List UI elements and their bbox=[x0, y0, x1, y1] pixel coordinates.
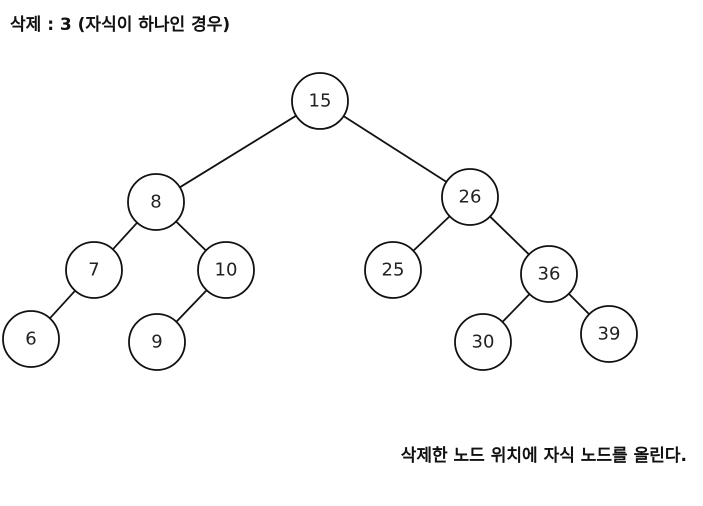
node-label: 9 bbox=[151, 332, 162, 353]
edge-n7-n6 bbox=[49, 290, 76, 319]
edge-n26-n36 bbox=[489, 215, 530, 256]
tree-node-6: 6 bbox=[2, 310, 60, 368]
node-circle bbox=[128, 313, 186, 371]
tree-node-15: 15 bbox=[291, 72, 349, 130]
tree-node-36: 36 bbox=[520, 245, 578, 303]
deleted-node-circle bbox=[127, 173, 185, 231]
node-label: 30 bbox=[472, 332, 495, 353]
tree-edges bbox=[49, 114, 590, 323]
node-circle bbox=[441, 168, 499, 226]
node-label: 6 bbox=[25, 329, 36, 350]
edge-n26-n25 bbox=[412, 215, 451, 252]
tree-node-26: 26 bbox=[441, 168, 499, 226]
edge-n36-n30 bbox=[501, 293, 531, 323]
edge-n15-n26 bbox=[343, 115, 447, 183]
node-circle bbox=[291, 72, 349, 130]
node-circle bbox=[520, 245, 578, 303]
edge-n10-n9 bbox=[175, 289, 208, 323]
tree-node-9: 9 bbox=[128, 313, 186, 371]
node-label: 15 bbox=[309, 91, 332, 112]
edge-n36-n39 bbox=[568, 293, 590, 315]
node-circle bbox=[197, 241, 255, 299]
node-label: 8 bbox=[150, 192, 161, 213]
node-circle bbox=[2, 310, 60, 368]
edge-n8-n10 bbox=[175, 220, 207, 252]
diagram-title: 삭제 : 3 (자식이 하나인 경우) bbox=[10, 15, 231, 35]
node-label: 25 bbox=[382, 260, 405, 281]
node-circle bbox=[454, 313, 512, 371]
node-label: 39 bbox=[598, 324, 621, 345]
node-circle bbox=[364, 241, 422, 299]
node-label: 36 bbox=[538, 264, 561, 285]
tree-node-25: 25 bbox=[364, 241, 422, 299]
tree-node-7: 7 bbox=[65, 241, 123, 299]
edge-n8-n7 bbox=[112, 222, 138, 250]
node-label: 10 bbox=[215, 260, 238, 281]
node-label: 7 bbox=[88, 260, 99, 281]
node-label: 26 bbox=[459, 187, 482, 208]
tree-node-10: 10 bbox=[197, 241, 255, 299]
tree-nodes: 15 8 26 7 10 25 36 6 9 30 39 bbox=[2, 72, 638, 371]
tree-node-30: 30 bbox=[454, 313, 512, 371]
tree-node-8: 8 bbox=[127, 173, 185, 231]
node-circle bbox=[65, 241, 123, 299]
tree-node-39: 39 bbox=[580, 305, 638, 363]
edge-n15-n8 bbox=[179, 114, 297, 189]
diagram-caption: 삭제한 노드 위치에 자식 노드를 올린다. bbox=[400, 446, 687, 466]
node-circle bbox=[580, 305, 638, 363]
